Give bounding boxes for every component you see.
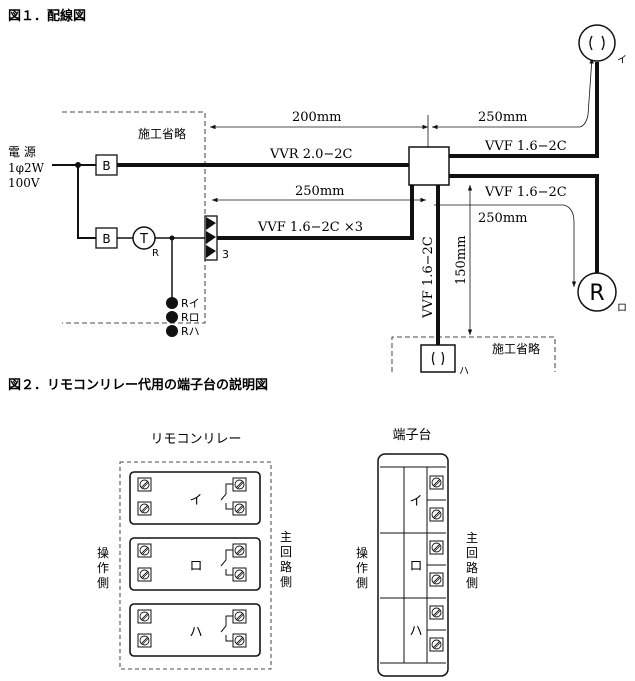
lamp-i-icon bbox=[578, 24, 616, 62]
lamp-ro-symbol: R bbox=[589, 281, 604, 306]
dim-250mm-top: 250mm bbox=[478, 110, 527, 125]
terminal-screw-icon bbox=[137, 567, 152, 582]
relay-unit: ロ bbox=[129, 537, 261, 591]
terminal-screw-icon bbox=[232, 633, 247, 648]
junction-box bbox=[408, 146, 450, 186]
relay-outline bbox=[119, 461, 272, 670]
terminal-screw-icon bbox=[232, 609, 247, 624]
relay-unit-label: ロ bbox=[189, 559, 202, 574]
main-side-label: 主 回 路 側 bbox=[280, 530, 292, 589]
breaker-2-label: B bbox=[102, 232, 110, 246]
svg-text:側: 側 bbox=[280, 575, 292, 589]
svg-text:主: 主 bbox=[280, 530, 292, 544]
relay-title: リモコンリレー bbox=[150, 432, 241, 447]
cable-vvf-mid-label: VVF 1.6−2C bbox=[484, 185, 567, 200]
terminal-screw-icon bbox=[137, 633, 152, 648]
relay-unit-label: イ bbox=[189, 493, 202, 508]
svg-text:電 源: 電 源 bbox=[8, 145, 36, 159]
terminal-screw-icon bbox=[137, 477, 152, 492]
svg-text:回: 回 bbox=[280, 545, 292, 559]
remote-switches: Rイ Rロ Rハ bbox=[166, 297, 200, 338]
svg-text:操: 操 bbox=[97, 545, 109, 560]
terminal-screw-icon bbox=[232, 543, 247, 558]
breaker-1-label: B bbox=[102, 159, 110, 173]
svg-text:操: 操 bbox=[356, 545, 368, 560]
terminal-block-label: ハ bbox=[409, 624, 422, 639]
terminal-block-label: イ bbox=[409, 494, 422, 509]
fig1-title: 図１．配線図 bbox=[8, 8, 86, 24]
lamp-ro-label: ロ bbox=[617, 303, 627, 314]
svg-text:1φ2W: 1φ2W bbox=[8, 161, 45, 175]
dim-250mm-left: 250mm bbox=[295, 184, 344, 199]
cable-vvf-x3-label: VVF 1.6−2C ×3 bbox=[257, 220, 363, 235]
omit-label-left: 施工省略 bbox=[138, 126, 186, 141]
svg-text:路: 路 bbox=[466, 560, 478, 575]
terminal-screw-icon bbox=[232, 567, 247, 582]
power-source-label: 電 源 1φ2W 100V bbox=[8, 145, 45, 190]
svg-text:作: 作 bbox=[97, 561, 109, 575]
svg-text:Rロ: Rロ bbox=[181, 311, 200, 324]
lamp-ha-icon bbox=[420, 344, 456, 373]
terminal-screw-icon bbox=[137, 543, 152, 558]
svg-text:Rイ: Rイ bbox=[181, 297, 200, 310]
svg-text:側: 側 bbox=[97, 576, 109, 590]
svg-text:Rハ: Rハ bbox=[181, 325, 200, 338]
relay-count: 3 bbox=[222, 248, 229, 261]
terminal-screw-icon bbox=[137, 501, 152, 516]
dim-200mm: 200mm bbox=[292, 110, 341, 125]
terminal-screw-icon bbox=[429, 540, 444, 555]
terminal-screw-icon bbox=[429, 637, 444, 652]
svg-text:路: 路 bbox=[280, 559, 292, 574]
svg-text:主: 主 bbox=[466, 531, 478, 545]
transformer-label: T bbox=[139, 232, 148, 247]
remote-relay-block bbox=[204, 215, 218, 261]
terminal-block: イロハ bbox=[377, 453, 449, 677]
terminal-screw-icon bbox=[429, 507, 444, 522]
cable-vvr-label: VVR 2.0−2C bbox=[269, 147, 353, 162]
main-side-label-2: 主 回 路 側 bbox=[466, 531, 478, 590]
cable-vvf-vert-label: VVF 1.6−2C bbox=[421, 236, 436, 319]
relay-unit: イ bbox=[129, 471, 261, 525]
op-side-label-2: 操 作 側 bbox=[356, 545, 368, 590]
omit-area-bottom bbox=[391, 336, 556, 372]
fig2-title: 図２．リモコンリレー代用の端子台の説明図 bbox=[8, 377, 268, 393]
svg-text:側: 側 bbox=[466, 576, 478, 590]
omit-area-left bbox=[62, 111, 206, 324]
terminal-screw-icon bbox=[429, 475, 444, 490]
terminal-screw-icon bbox=[429, 572, 444, 587]
lamp-ro-icon bbox=[577, 272, 617, 312]
terminal-screw-icon bbox=[232, 477, 247, 492]
terminal-screw-icon bbox=[429, 605, 444, 620]
relay-unit: ハ bbox=[129, 603, 261, 657]
relay-units: イロハ bbox=[129, 471, 261, 657]
block-title: 端子台 bbox=[392, 428, 431, 443]
lamp-ha-label: ハ bbox=[459, 366, 469, 377]
dim-150mm: 150mm bbox=[454, 236, 469, 285]
op-side-label: 操 作 側 bbox=[97, 545, 109, 590]
terminal-screw-icon bbox=[232, 501, 247, 516]
transformer-sub: R bbox=[152, 248, 159, 259]
cable-vvf-top-label: VVF 1.6−2C bbox=[484, 139, 567, 154]
relay-unit-label: ハ bbox=[189, 625, 202, 640]
svg-text:側: 側 bbox=[356, 576, 368, 590]
omit-label-bottom: 施工省略 bbox=[492, 341, 540, 356]
lamp-i-label: イ bbox=[617, 55, 627, 66]
terminal-screw-icon bbox=[137, 609, 152, 624]
svg-text:回: 回 bbox=[466, 546, 478, 560]
svg-text:100V: 100V bbox=[8, 176, 40, 190]
dim-250mm-right: 250mm bbox=[478, 211, 527, 226]
terminal-block-label: ロ bbox=[409, 559, 422, 574]
svg-text:作: 作 bbox=[356, 561, 368, 575]
